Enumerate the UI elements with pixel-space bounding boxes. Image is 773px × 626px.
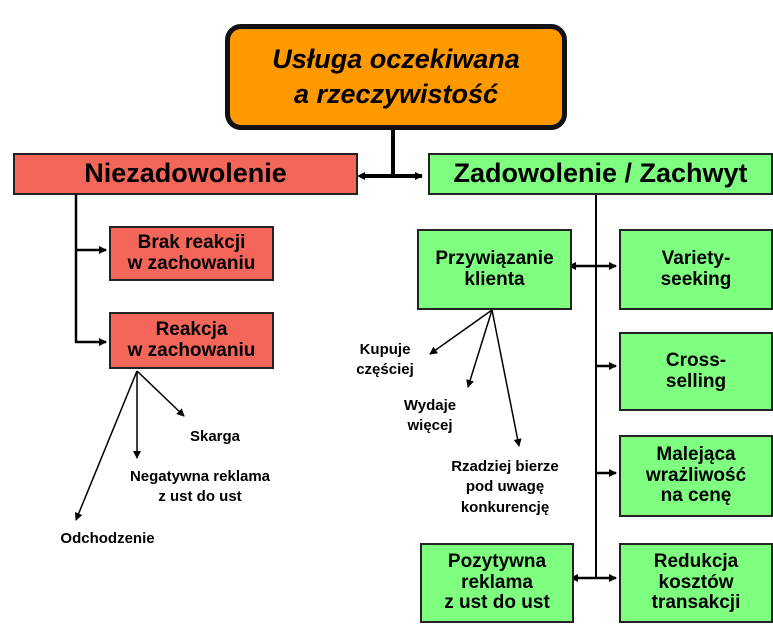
label-odchodzenie: Odchodzenie <box>60 530 155 547</box>
left-trunk <box>74 195 107 346</box>
arrow-kupuje <box>429 309 493 355</box>
variety-seeking-box: Variety- seeking <box>619 229 773 310</box>
label-kupuje-czesciej: Kupuje częściej <box>356 341 414 379</box>
cross-selling-box: Cross- selling <box>619 332 773 411</box>
arrow-wydaje <box>466 309 493 388</box>
label-wydaje-wiecej: Wydaje więcej <box>403 397 457 435</box>
label-negatywna-reklama: Negatywna reklama z ust do ust <box>129 468 271 506</box>
loyalty-box: Przywiązanie klienta <box>417 229 572 310</box>
arrow-rzadziej <box>491 309 522 447</box>
price-sensitivity-box: Malejąca wrażliwość na cenę <box>619 435 773 517</box>
arrow-skarga <box>136 370 185 417</box>
label-skarga: Skarga <box>189 428 241 445</box>
positive-wom-box: Pozytywna reklama z ust do ust <box>420 543 574 623</box>
dissatisfaction-header: Niezadowolenie <box>13 153 358 195</box>
arrow-odchodzenie <box>74 370 138 521</box>
transaction-cost-box: Redukcja kosztów transakcji <box>619 543 773 623</box>
no-reaction-box: Brak reakcji w zachowaniu <box>109 226 274 281</box>
title-box: Usługa oczekiwana a rzeczywistość <box>225 24 567 130</box>
label-rzadziej-konkurencje: Rzadziej bierze pod uwagę konkurencję <box>451 458 559 516</box>
reaction-box: Reakcja w zachowaniu <box>109 312 274 369</box>
satisfaction-header: Zadowolenie / Zachwyt <box>428 153 773 195</box>
